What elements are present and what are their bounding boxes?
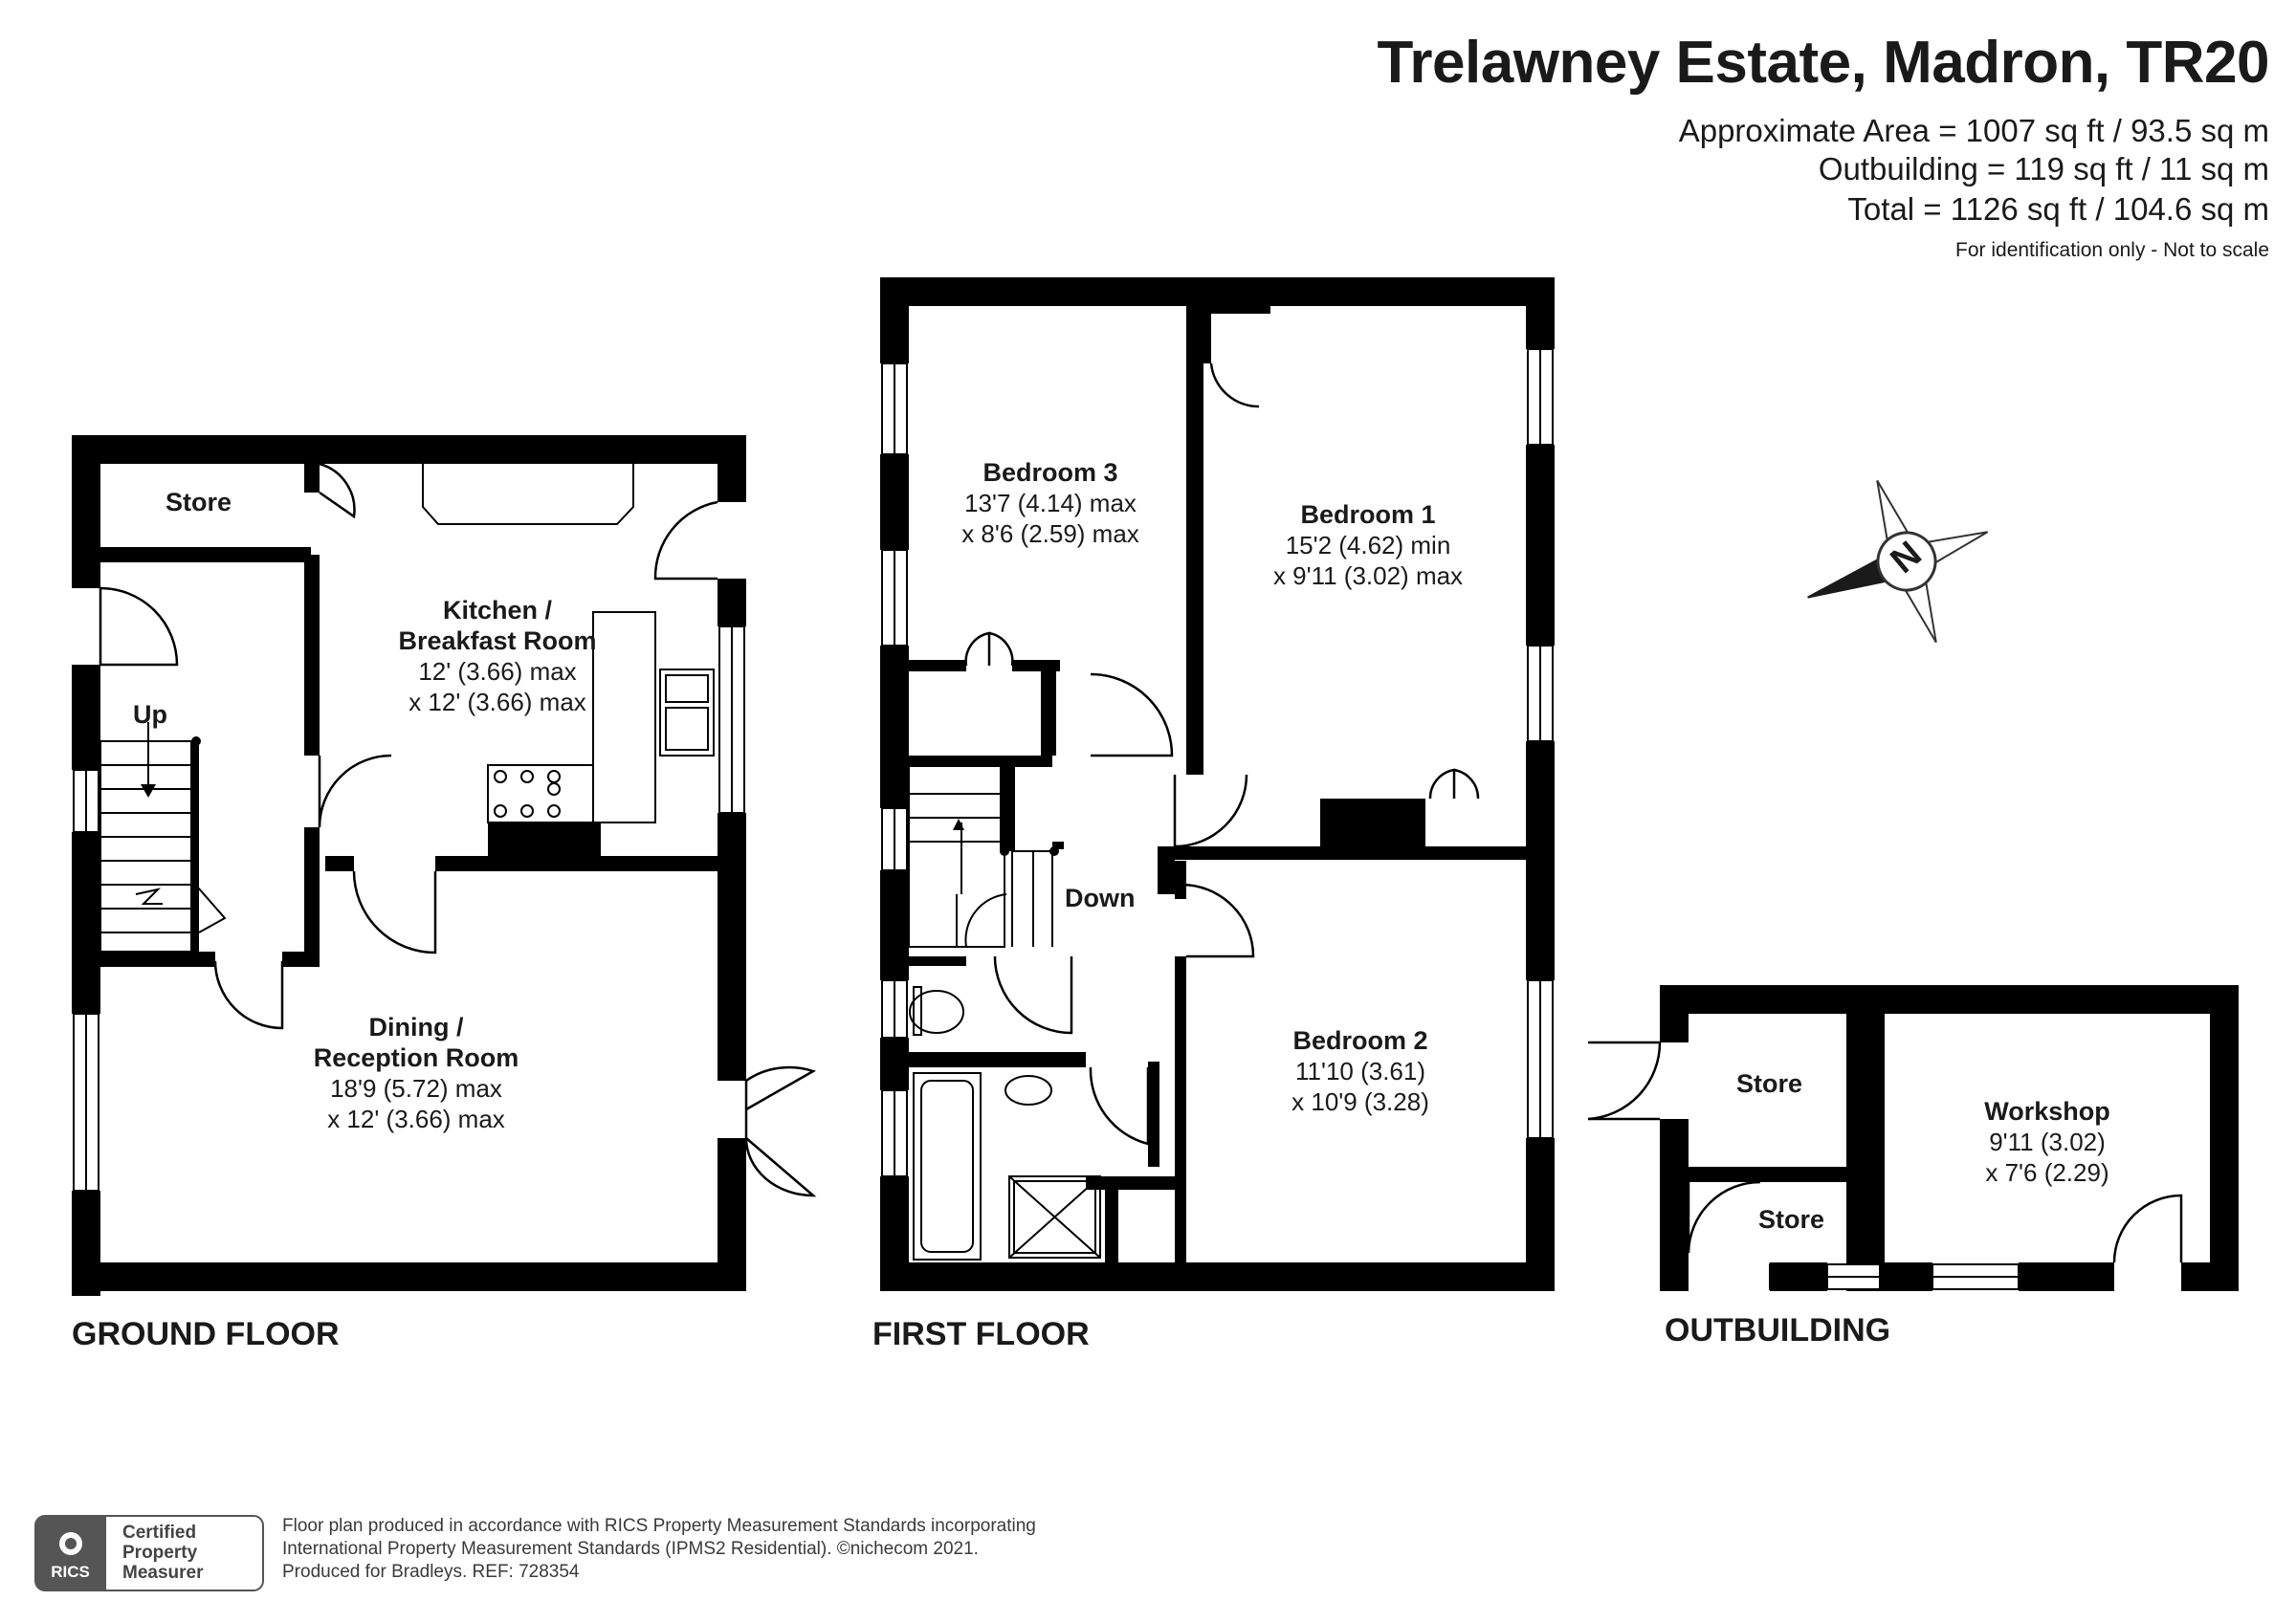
total-area: Total = 1126 sq ft / 104.6 sq m <box>1847 191 2269 227</box>
certified-property-measurer: Certified Property Measurer <box>122 1523 204 1583</box>
bedroom-1-room: Bedroom 1 15'2 (4.62) min x 9'11 (3.02) … <box>1244 499 1492 591</box>
approximate-area: Approximate Area = 1007 sq ft / 93.5 sq … <box>1678 113 2269 148</box>
windows <box>73 348 2020 1290</box>
stair-post <box>1000 846 1009 856</box>
rics-badge-frame <box>34 1515 264 1591</box>
footer-notes: Floor plan produced in accordance with R… <box>282 1515 1036 1584</box>
store-label: Store <box>166 488 232 516</box>
badge-line-3: Measurer <box>122 1563 204 1583</box>
stair-arrow-icon <box>953 819 964 830</box>
dining-dim-1: 18'9 (5.72) max <box>330 1074 502 1103</box>
bedroom-1-name: Bedroom 1 <box>1300 500 1436 529</box>
bedroom-1-dim-2: x 9'11 (3.02) max <box>1272 561 1464 590</box>
rics-logo-text: RICS <box>51 1563 90 1581</box>
kitchen-room: Kitchen / Breakfast Room 12' (3.66) max … <box>383 595 612 717</box>
outbuilding-store-label: Store <box>1736 1069 1803 1098</box>
workshop-dim-1: 9'11 (3.02) <box>1989 1128 2106 1156</box>
dining-name-2: Reception Room <box>313 1043 519 1072</box>
bedroom-2-dim-2: x 10'9 (3.28) <box>1292 1087 1429 1116</box>
bedroom-3-room: Bedroom 3 13'7 (4.14) max x 8'6 (2.59) m… <box>926 457 1175 549</box>
dining-dim-2: x 12' (3.66) max <box>327 1105 505 1133</box>
property-title: Trelawney Estate, Madron, TR20 <box>1377 30 2269 96</box>
stair-post <box>191 736 201 746</box>
outbuilding-label: OUTBUILDING <box>1665 1312 1891 1349</box>
ground-floor-label: GROUND FLOOR <box>72 1316 340 1352</box>
door-swings <box>99 362 2183 1263</box>
workshop-dim-2: x 7'6 (2.29) <box>1985 1158 2109 1187</box>
footer-line-3: Produced for Bradleys. REF: 728354 <box>282 1562 580 1582</box>
stairs-down-label: Down <box>1065 884 1136 912</box>
badge-line-2: Property <box>122 1543 198 1563</box>
bedroom-2-name: Bedroom 2 <box>1292 1026 1428 1055</box>
footer-line-1: Floor plan produced in accordance with R… <box>282 1516 1036 1536</box>
kitchen-name-1: Kitchen / <box>442 596 552 625</box>
stairs-up-label: Up <box>133 700 167 729</box>
bedroom-2-room: Bedroom 2 11'10 (3.61) x 10'9 (3.28) <box>1246 1025 1475 1117</box>
bedroom-3-name: Bedroom 3 <box>982 458 1118 487</box>
bedroom-3-dim-1: 13'7 (4.14) max <box>964 489 1137 517</box>
dining-name-1: Dining / <box>368 1013 464 1042</box>
scale-disclaimer: For identification only - Not to scale <box>1955 239 2269 261</box>
first-floor-label: FIRST FLOOR <box>872 1316 1090 1352</box>
outbuilding-area: Outbuilding = 119 sq ft / 11 sq m <box>1818 151 2269 186</box>
workshop-room: Workshop 9'11 (3.02) x 7'6 (2.29) <box>1942 1096 2152 1188</box>
ground-fixtures <box>99 464 715 953</box>
dining-room: Dining / Reception Room 18'9 (5.72) max … <box>282 1012 550 1134</box>
workshop-name: Workshop <box>1984 1097 2110 1126</box>
outbuilding-store-2-label: Store <box>1758 1205 1825 1234</box>
walls <box>72 277 2239 1296</box>
rics-badge: RICS Certified Property Measurer <box>34 1515 264 1591</box>
kitchen-name-2: Breakfast Room <box>398 626 597 655</box>
footer-line-2: International Property Measurement Stand… <box>282 1539 979 1559</box>
compass-rose <box>1807 479 1989 644</box>
up-arrow-icon <box>141 784 156 798</box>
bedroom-2-dim-1: 11'10 (3.61) <box>1294 1057 1426 1086</box>
badge-line-1: Certified <box>122 1523 197 1543</box>
kitchen-dim-1: 12' (3.66) max <box>418 657 577 686</box>
bedroom-3-dim-2: x 8'6 (2.59) max <box>961 519 1139 548</box>
stair-post <box>1049 846 1059 856</box>
bedroom-1-dim-1: 15'2 (4.62) min <box>1285 531 1451 559</box>
kitchen-dim-2: x 12' (3.66) max <box>408 688 586 716</box>
